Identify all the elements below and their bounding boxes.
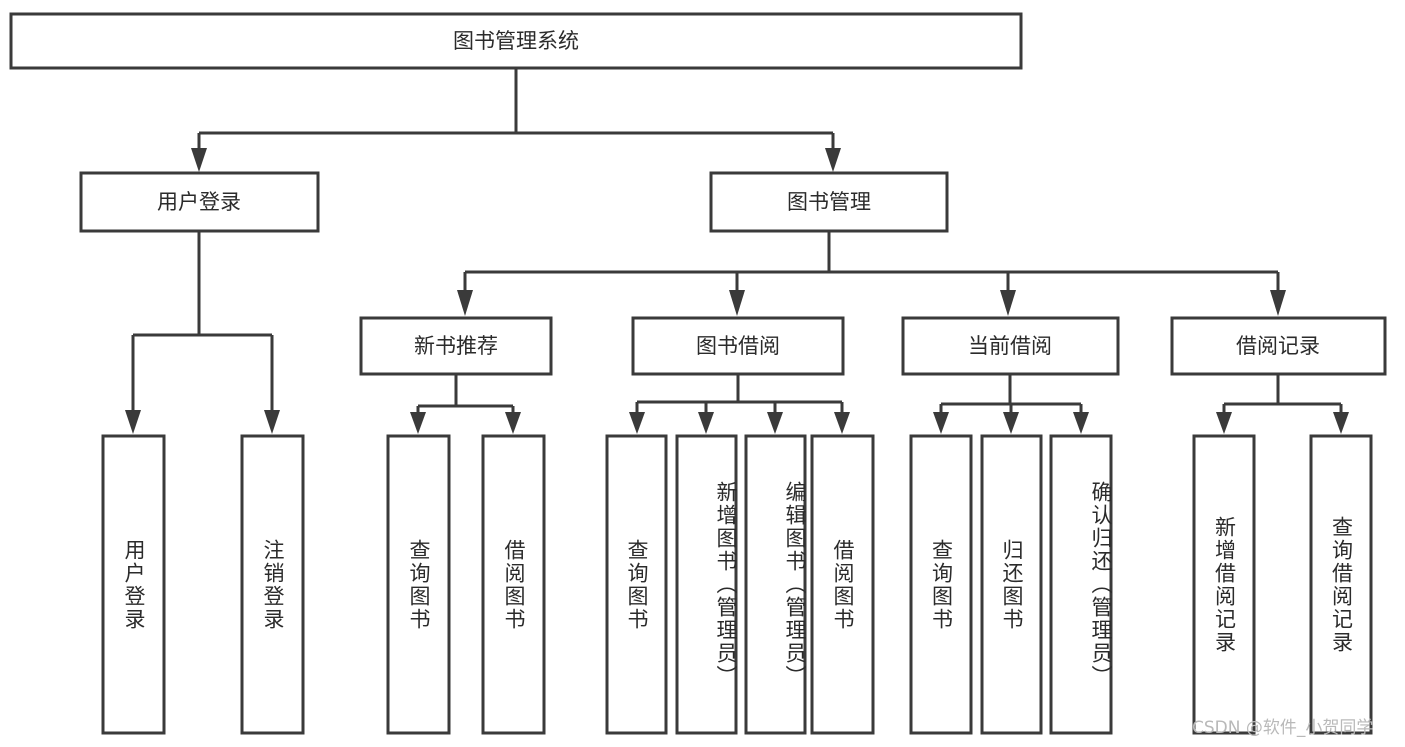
connector-book-borrow-to-leaves: [629, 374, 850, 434]
arrow-head-new-book-recommend: [457, 290, 473, 316]
leaf-box-query-record[interactable]: [1309, 434, 1373, 735]
node-borrow-record[interactable]: 借阅记录: [1170, 316, 1387, 376]
node-book-borrow[interactable]: 图书借阅: [631, 316, 845, 376]
book-management-label: 图书管理: [787, 190, 871, 214]
new-book-recommend-label: 新书推荐: [414, 334, 498, 358]
root-label: 图书管理系统: [453, 29, 579, 53]
node-user-login[interactable]: 用户登录: [79, 171, 320, 233]
leaf-box-return-book[interactable]: [980, 434, 1043, 735]
arrow-head-leaf-borrow-book-2: [834, 412, 850, 434]
book-borrow-label: 图书借阅: [696, 334, 780, 358]
arrow-head-book-management: [825, 148, 841, 172]
arrow-head-leaf-query-book-1: [410, 412, 426, 434]
user-login-box: [79, 171, 320, 233]
node-new-book-recommend[interactable]: 新书推荐: [359, 316, 553, 376]
arrow-head-leaf-add-record: [1216, 412, 1232, 434]
node-current-borrow[interactable]: 当前借阅: [901, 316, 1120, 376]
node-book-management[interactable]: 图书管理: [709, 171, 949, 233]
arrow-head-leaf-user-login: [125, 410, 141, 434]
arrow-head-borrow-record: [1270, 290, 1286, 316]
leaf-box-logout-login[interactable]: [240, 434, 305, 735]
current-borrow-label: 当前借阅: [968, 334, 1052, 358]
leaf-box-query-book-3[interactable]: [909, 434, 973, 735]
arrow-head-leaf-query-record: [1333, 412, 1349, 434]
leaf-box-user-login[interactable]: [101, 434, 166, 735]
connector-current-borrow-to-leaves: [933, 374, 1089, 434]
node-root[interactable]: 图书管理系统: [9, 12, 1023, 70]
connector-new-book-recommend-to-leaves: [410, 374, 521, 434]
arrow-head-leaf-add-book: [698, 412, 714, 434]
leaf-box-query-book-1[interactable]: [386, 434, 451, 735]
leaf-box-edit-book[interactable]: [744, 434, 807, 735]
arrow-head-leaf-borrow-book-1: [505, 412, 521, 434]
current-borrow-box: [901, 316, 1120, 376]
connector-user-login-to-leaves: [125, 231, 280, 434]
leaf-box-confirm-return[interactable]: [1049, 434, 1113, 735]
arrow-head-leaf-edit-book: [767, 412, 783, 434]
root-box: [9, 12, 1023, 70]
borrow-record-label: 借阅记录: [1236, 334, 1320, 358]
connector-book-management-to-level3: [457, 231, 1286, 316]
leaf-box-query-book-2[interactable]: [605, 434, 668, 735]
user-login-label: 用户登录: [157, 190, 241, 214]
arrow-head-leaf-confirm-return: [1073, 412, 1089, 434]
connector-borrow-record-to-leaves: [1216, 374, 1349, 434]
connector-root-to-level2: [191, 68, 841, 172]
leaf-box-borrow-book-2[interactable]: [810, 434, 875, 735]
arrow-head-leaf-return-book: [1003, 412, 1019, 434]
leaf-box-add-record[interactable]: [1192, 434, 1256, 735]
leaf-box-borrow-book-1[interactable]: [481, 434, 546, 735]
arrow-head-current-borrow: [1000, 290, 1016, 316]
csdn-watermark: CSDN @软件_小贺同学: [1192, 718, 1374, 738]
new-book-recommend-box: [359, 316, 553, 376]
arrow-head-user-login: [191, 148, 207, 172]
arrow-head-leaf-query-book-3: [933, 412, 949, 434]
arrow-head-book-borrow: [729, 290, 745, 316]
leaf-box-add-book[interactable]: [675, 434, 738, 735]
arrow-head-leaf-logout-login: [264, 410, 280, 434]
arrow-head-leaf-query-book-2: [629, 412, 645, 434]
